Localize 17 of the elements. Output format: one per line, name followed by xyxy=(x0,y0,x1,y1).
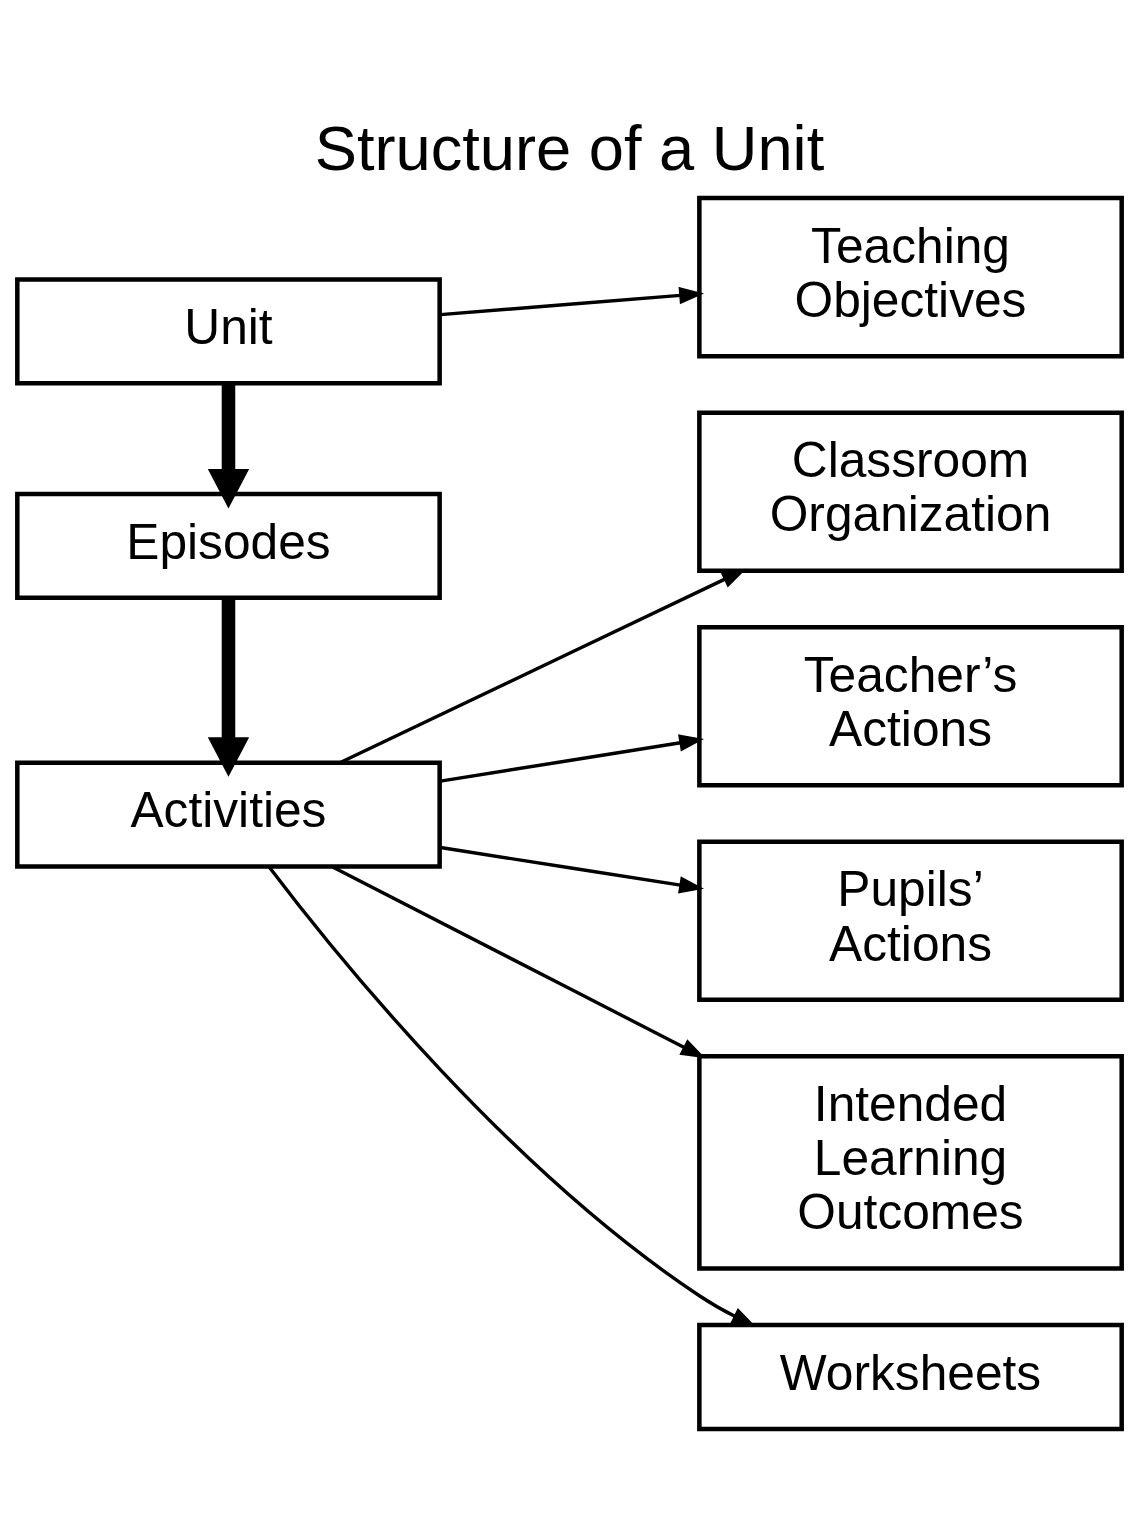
node-box: Teaching Objectives xyxy=(697,195,1124,359)
arrow xyxy=(207,383,250,509)
arrow xyxy=(440,845,704,894)
node-box: Activities xyxy=(15,760,442,869)
node-box: Pupils’ Actions xyxy=(697,839,1124,1003)
node-box: Classroom Organization xyxy=(697,410,1124,573)
node-box: Teacher’s Actions xyxy=(697,624,1124,788)
node-box: Worksheets xyxy=(697,1322,1124,1432)
node-box: Unit xyxy=(15,277,442,386)
arrow xyxy=(331,865,706,1059)
diagram-title: Structure of a Unit xyxy=(314,112,825,183)
arrow xyxy=(207,598,250,777)
node-box: Intended Learning Outcomes xyxy=(697,1054,1124,1271)
arrow xyxy=(440,286,705,317)
arrow xyxy=(440,734,704,783)
arrow xyxy=(339,568,747,764)
node-box: Episodes xyxy=(15,491,442,601)
